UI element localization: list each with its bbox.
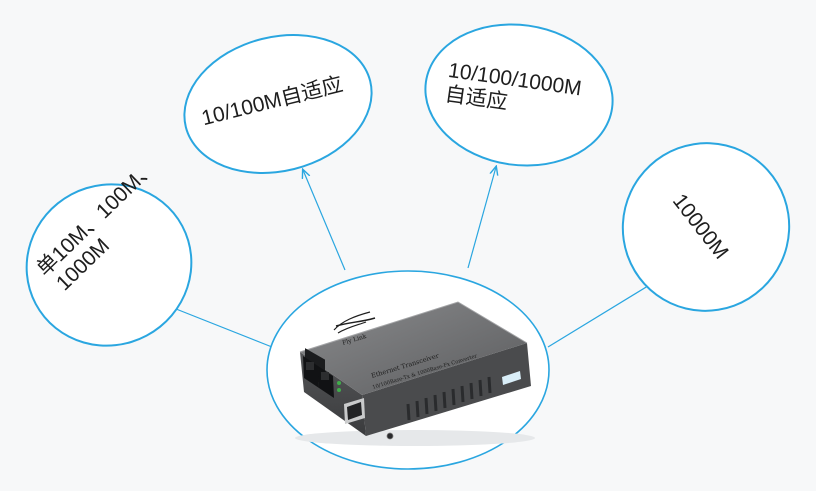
connector-arrow-upper-right [467, 167, 496, 269]
connector-arrow-right [547, 278, 661, 348]
media-converter-device: Fly Link Ethernet Transceiver 10/100Base… [295, 301, 535, 446]
connector-arrow-upper-left [303, 170, 346, 271]
connector-arrow-left [166, 305, 273, 348]
